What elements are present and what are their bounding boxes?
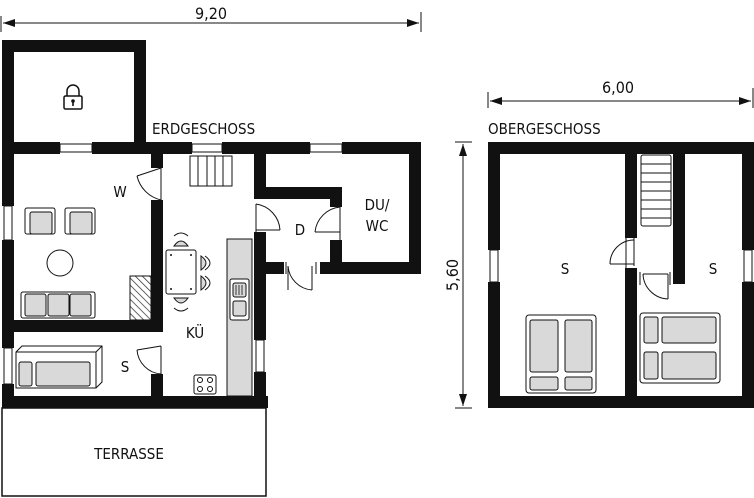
hallway-door-left — [255, 203, 281, 232]
upper-left-bed — [525, 314, 597, 394]
kitchen-label: KÜ — [186, 323, 204, 342]
living-room-furniture — [20, 207, 152, 321]
ground-walls — [2, 142, 421, 408]
upper-left-bedroom-label: S — [561, 260, 570, 278]
ground-doors — [136, 167, 341, 375]
fireplace-icon — [129, 275, 152, 321]
bathroom-label-line2: WC — [366, 217, 389, 235]
hallway-label: D — [295, 221, 305, 239]
bathroom-label-line1: DU/ — [365, 196, 390, 214]
living-room-label: W — [113, 183, 126, 201]
entrance-door — [284, 262, 320, 291]
upper-walls — [488, 142, 754, 408]
ground-staircase — [189, 155, 233, 187]
terrace-label: TERRASSE — [93, 445, 164, 463]
upper-staircase — [640, 154, 672, 227]
upper-floor-title: OBERGESCHOSS — [488, 120, 601, 138]
stove-icon — [193, 374, 217, 395]
sink-icon — [229, 278, 250, 321]
bedroom-door — [136, 345, 162, 375]
upper-height-dimension — [455, 141, 472, 409]
upper-right-bedroom-label: S — [709, 260, 718, 278]
ground-bed — [15, 345, 103, 389]
living-room-door — [136, 167, 162, 201]
upper-height-label: 5,60 — [443, 259, 462, 291]
bedroom-label: S — [121, 358, 130, 376]
lock-icon — [63, 84, 83, 110]
bathroom-door — [314, 206, 341, 240]
ground-width-label: 9,20 — [195, 4, 227, 23]
ground-floor-plan: ERDGESCHOSS 9,20 W KÜ S D DU/ WC TERRASS… — [0, 4, 422, 497]
upper-right-bedroom-door — [639, 272, 671, 300]
upper-windows — [489, 249, 753, 283]
upper-width-label: 6,00 — [602, 78, 634, 97]
storage-room — [2, 40, 146, 150]
terrace — [1, 407, 267, 497]
kitchen-furniture — [165, 232, 253, 397]
upper-right-beds — [639, 312, 721, 384]
upper-width-dimension — [487, 88, 754, 108]
ground-windows — [3, 143, 343, 385]
ground-width-dimension — [0, 12, 422, 32]
upper-doors — [609, 238, 671, 300]
upper-left-bedroom-door — [609, 238, 635, 268]
ground-floor-title: ERDGESCHOSS — [152, 120, 255, 138]
upper-floor-plan: OBERGESCHOSS 6,00 5,60 S S — [443, 78, 754, 409]
